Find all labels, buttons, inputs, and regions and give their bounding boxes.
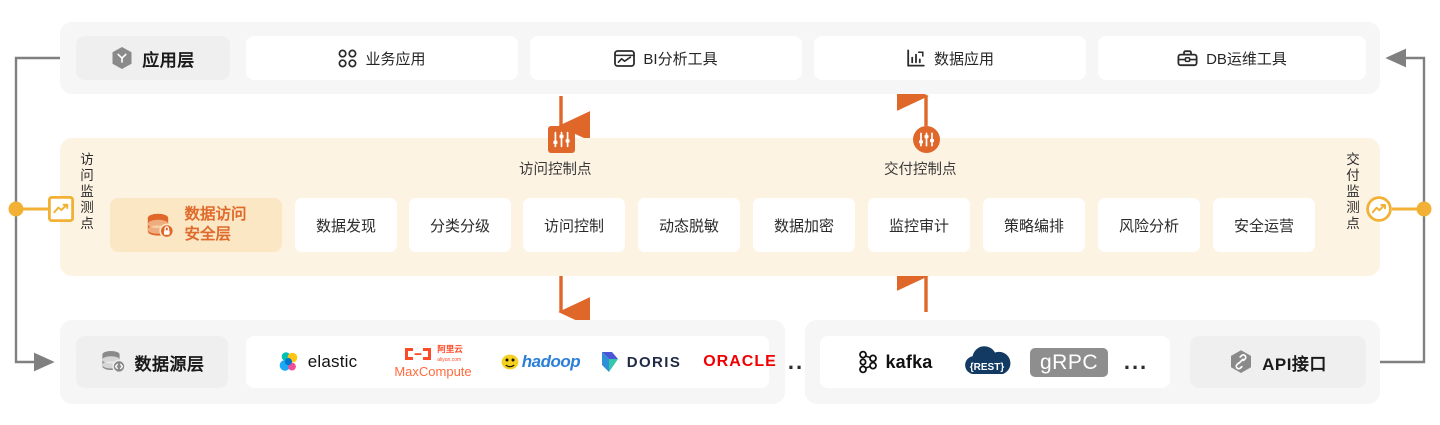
protocol-more-label: ... [1123, 349, 1149, 374]
data-access-security-core-card[interactable]: 数据访问安全层 [110, 198, 282, 252]
capability-card-8[interactable]: 安全运营 [1213, 198, 1315, 252]
logo-grpc[interactable]: gRPC [1026, 336, 1112, 388]
capability-label-2: 访问控制 [543, 217, 604, 235]
app-card-db-ops[interactable]: DB运维工具 [1098, 36, 1366, 80]
sliders-square-icon [548, 126, 575, 153]
capability-card-3[interactable]: 动态脱敏 [638, 198, 740, 252]
hexagon-app-icon [111, 46, 133, 70]
capability-label-5: 监控审计 [888, 217, 949, 235]
logo-oracle-label: ORACLE [703, 353, 777, 370]
database-code-icon [100, 349, 126, 375]
app-card-data-app-label: 数据应用 [933, 50, 994, 68]
svg-text:{REST}: {REST} [970, 362, 1005, 373]
toolbox-icon [1177, 49, 1198, 68]
grpc-badge-icon: gRPC [1029, 347, 1109, 377]
app-card-db-ops-label: DB运维工具 [1206, 50, 1287, 68]
capability-label-8: 安全运营 [1233, 217, 1294, 235]
chart-window-icon [614, 49, 636, 68]
logo-kafka-label: kafka [885, 351, 933, 372]
capability-label-3: 动态脱敏 [658, 217, 719, 235]
delivery-control-point-title: 交付控制点 [884, 162, 957, 178]
app-card-data-app[interactable]: 数据应用 [814, 36, 1086, 80]
capability-label-4: 数据加密 [773, 217, 834, 235]
capability-card-1[interactable]: 分类分级 [409, 198, 511, 252]
access-monitor-label: 访问监测点 [80, 152, 94, 231]
capability-label-6: 策略编排 [1003, 217, 1064, 235]
capability-label-0: 数据发现 [315, 217, 376, 235]
logo-elastic[interactable]: elastic [262, 336, 372, 388]
database-lock-icon [145, 211, 175, 240]
logo-grpc-label: gRPC [1039, 350, 1099, 374]
bar-chart-icon [906, 48, 926, 68]
application-layer-chip: 应用层 [76, 36, 230, 80]
logo-elastic-label: elastic [307, 352, 358, 371]
capability-label-7: 风险分析 [1118, 217, 1179, 235]
rest-cloud-icon: {REST} [960, 344, 1014, 380]
core-card-label-2: 安全层 [184, 226, 231, 243]
application-layer-label: 应用层 [142, 50, 195, 70]
access-control-point-title: 访问控制点 [519, 162, 592, 178]
app-card-bi-label: BI分析工具 [643, 50, 718, 68]
trend-circle-icon [1366, 196, 1392, 222]
logo-doris-label: DORIS [626, 353, 682, 371]
core-card-label: 数据访问 [184, 206, 247, 224]
hexagon-link-icon [1229, 349, 1253, 375]
capability-card-0[interactable]: 数据发现 [295, 198, 397, 252]
capability-card-7[interactable]: 风险分析 [1098, 198, 1200, 252]
app-card-business[interactable]: 业务应用 [246, 36, 518, 80]
right-monitor-connector [1392, 201, 1432, 217]
logo-hadoop-label: hadoop [521, 352, 581, 371]
capability-label-1: 分类分级 [429, 217, 490, 235]
logo-kafka[interactable]: kafka [840, 336, 950, 388]
protocol-list: kafka {REST} gRPC ... [820, 336, 1170, 388]
api-interface-label: API接口 [1262, 354, 1327, 374]
protocol-more[interactable]: ... [1116, 336, 1156, 388]
app-card-bi[interactable]: BI分析工具 [530, 36, 802, 80]
grid-apps-icon [338, 49, 357, 68]
delivery-monitor-label: 交付监测点 [1346, 152, 1360, 231]
data-source-more-label: ... [787, 349, 813, 374]
logo-hadoop[interactable]: hadoop [492, 336, 588, 388]
hadoop-elephant-icon [500, 352, 520, 372]
capability-card-4[interactable]: 数据加密 [753, 198, 855, 252]
capability-card-6[interactable]: 策略编排 [983, 198, 1085, 252]
app-card-business-label: 业务应用 [365, 50, 426, 68]
data-source-layer-label: 数据源层 [134, 354, 205, 374]
logo-rest[interactable]: {REST} [956, 336, 1018, 388]
core-card-text-block: 数据访问安全层 [184, 205, 246, 245]
left-monitor-connector [8, 201, 48, 217]
sliders-circle-icon [913, 126, 940, 153]
data-source-layer-chip: 数据源层 [76, 336, 228, 388]
logo-doris[interactable]: DORIS [588, 336, 692, 388]
api-interface-chip: API接口 [1190, 336, 1366, 388]
data-source-more[interactable]: ... [780, 336, 820, 388]
logo-oracle[interactable]: ORACLE [692, 336, 788, 388]
logo-maxcompute-label: MaxCompute [394, 363, 472, 379]
trend-square-icon [47, 195, 75, 223]
capability-card-5[interactable]: 监控审计 [868, 198, 970, 252]
capability-card-2[interactable]: 访问控制 [523, 198, 625, 252]
